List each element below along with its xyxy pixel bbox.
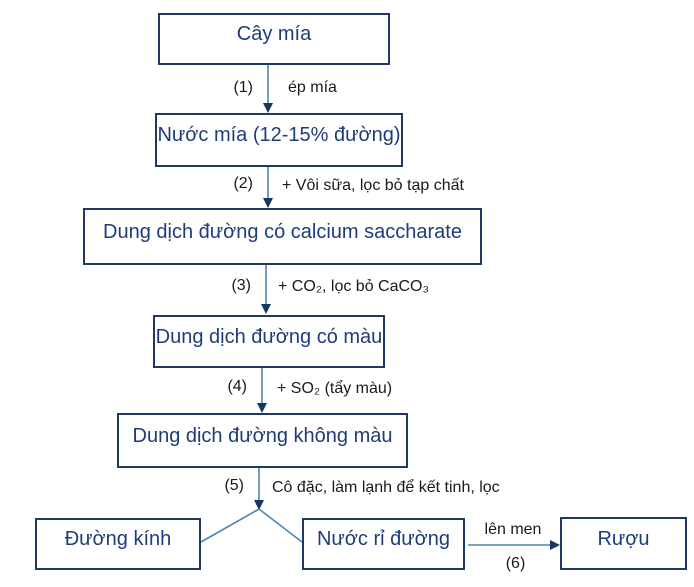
node-cay-mia: Cây mía bbox=[158, 13, 390, 65]
step-5-number: (5) bbox=[224, 477, 244, 494]
node-nuoc-ri-duong: Nước rỉ đường bbox=[302, 518, 465, 570]
arrow-down-icon bbox=[263, 198, 273, 208]
step-6-number: (6) bbox=[505, 555, 526, 572]
node-label: Rượu bbox=[597, 527, 650, 550]
step-4-number: (4) bbox=[227, 378, 247, 395]
node-label: Đường kính bbox=[64, 528, 172, 550]
arrow-down-icon bbox=[257, 403, 267, 413]
arrow-down-icon bbox=[254, 500, 264, 510]
node-ruou: Rượu bbox=[560, 517, 687, 570]
node-duong-kinh: Đường kính bbox=[35, 518, 201, 570]
node-label: Cây mía bbox=[236, 23, 312, 45]
node-duong-khong-mau: Dung dịch đường không màu bbox=[117, 413, 408, 468]
step-1-label: ép mía bbox=[288, 79, 337, 96]
step-2-number: (2) bbox=[233, 175, 253, 192]
step-3-number: (3) bbox=[231, 277, 251, 294]
node-label: Nước mía (12-15% đường) bbox=[157, 124, 401, 146]
branch-left-line bbox=[200, 508, 260, 543]
step-6-label: lên men bbox=[484, 521, 542, 538]
step-4-label: + SO₂ (tẩy màu) bbox=[277, 380, 393, 397]
branch-right-line bbox=[258, 508, 303, 543]
step-1-number: (1) bbox=[233, 79, 253, 96]
node-nuoc-mia: Nước mía (12-15% đường) bbox=[155, 113, 403, 167]
step-5-label: Cô đặc, làm lạnh để kết tinh, lọc bbox=[272, 479, 500, 496]
arrow-right-icon bbox=[550, 540, 560, 550]
step-3-label: + CO₂, lọc bỏ CaCO₃ bbox=[278, 278, 429, 295]
step-2-label: + Vôi sữa, lọc bỏ tạp chất bbox=[282, 177, 464, 194]
node-label: Dung dịch đường không màu bbox=[132, 424, 393, 447]
node-label: Nước rỉ đường bbox=[316, 528, 451, 550]
node-label: Dung dịch đường có màu bbox=[155, 325, 383, 348]
arrow-down-icon bbox=[263, 103, 273, 113]
node-calcium-saccharate: Dung dịch đường có calcium saccharate bbox=[83, 208, 482, 265]
node-label: Dung dịch đường có calcium saccharate bbox=[103, 220, 462, 243]
node-duong-co-mau: Dung dịch đường có màu bbox=[153, 315, 385, 368]
arrow-down-icon bbox=[261, 304, 271, 314]
